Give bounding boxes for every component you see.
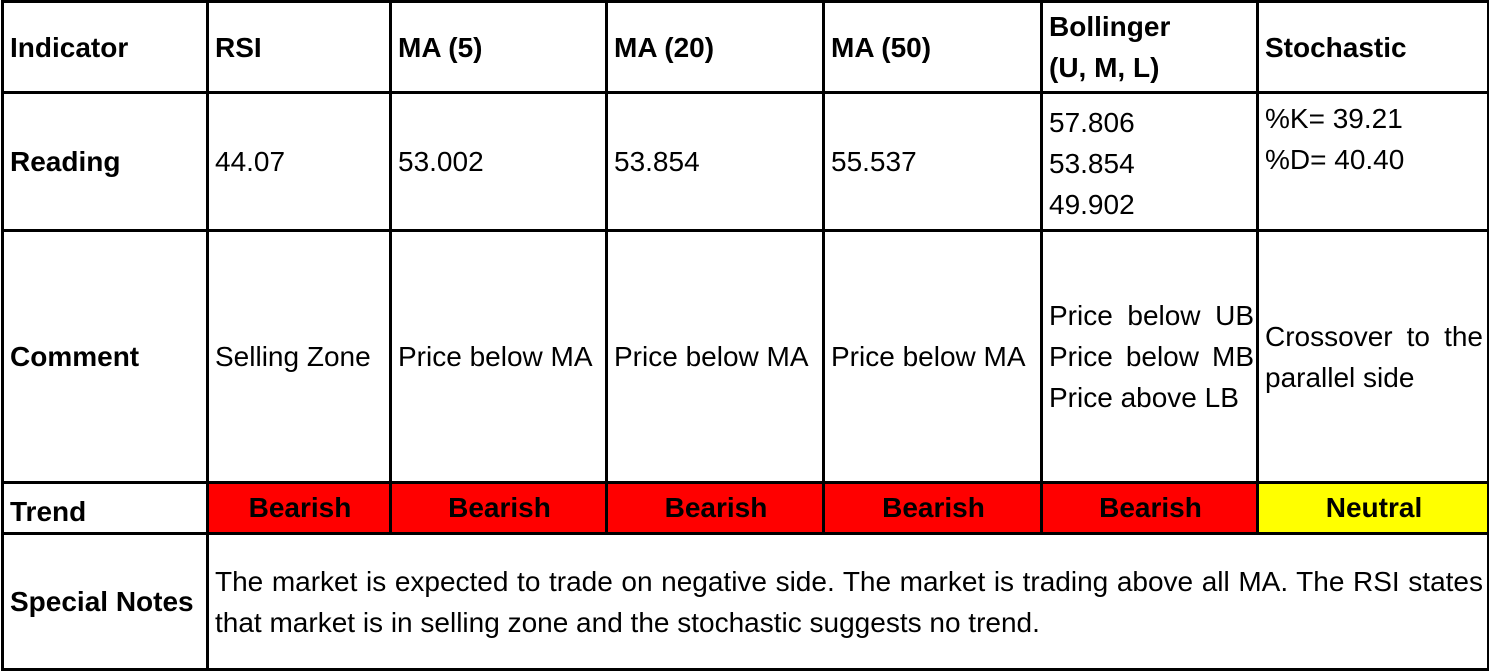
header-bollinger-line-2: (U, M, L)	[1049, 52, 1160, 83]
reading-bollinger: 57.806 53.854 49.902	[1040, 91, 1259, 232]
comment-row: Comment Selling Zone Price below MA Pric…	[1, 229, 1489, 484]
header-ma-50: MA (50)	[822, 0, 1043, 94]
comment-rsi: Selling Zone	[206, 229, 392, 484]
special-notes-text: The market is expected to trade on negat…	[206, 532, 1489, 671]
header-bollinger-line-1: Bollinger	[1049, 11, 1171, 42]
reading-ma-5: 53.002	[389, 91, 608, 232]
reading-ma-20: 53.854	[605, 91, 825, 232]
header-rsi: RSI	[206, 0, 392, 94]
trend-ma-5-badge: Bearish	[389, 481, 608, 535]
trend-stochastic-badge: Neutral	[1256, 481, 1489, 535]
header-row: Indicator RSI MA (5) MA (20) MA (50) Bol…	[1, 0, 1489, 94]
trend-rsi-badge: Bearish	[206, 481, 392, 535]
special-notes-row: Special Notes The market is expected to …	[1, 532, 1489, 671]
comment-bollinger: Price below UB Price below MB Price abov…	[1040, 229, 1259, 484]
header-ma-5: MA (5)	[389, 0, 608, 94]
reading-stochastic: %K= 39.21 %D= 40.40	[1256, 91, 1489, 232]
header-ma-20: MA (20)	[605, 0, 825, 94]
comment-ma-50: Price below MA	[822, 229, 1043, 484]
comment-ma-20: Price below MA	[605, 229, 825, 484]
reading-row: Reading 44.07 53.002 53.854 55.537 57.80…	[1, 91, 1489, 232]
reading-stochastic-d: %D= 40.40	[1265, 144, 1405, 175]
trend-ma-20-badge: Bearish	[605, 481, 825, 535]
trend-bollinger-badge: Bearish	[1040, 481, 1259, 535]
reading-bollinger-upper: 57.806	[1049, 107, 1135, 138]
comment-stochastic: Crossover to the parallel side	[1256, 229, 1489, 484]
trend-ma-50-badge: Bearish	[822, 481, 1043, 535]
reading-label: Reading	[1, 91, 209, 232]
trend-row: Trend Bearish Bearish Bearish Bearish Be…	[1, 481, 1489, 535]
comment-ma-5: Price below MA	[389, 229, 608, 484]
header-bollinger: Bollinger (U, M, L)	[1040, 0, 1259, 94]
header-stochastic: Stochastic	[1256, 0, 1489, 94]
comment-label: Comment	[1, 229, 209, 484]
trend-label: Trend	[1, 481, 209, 535]
reading-bollinger-middle: 53.854	[1049, 148, 1135, 179]
special-notes-label: Special Notes	[1, 532, 209, 671]
reading-stochastic-k: %K= 39.21	[1265, 103, 1403, 134]
reading-ma-50: 55.537	[822, 91, 1043, 232]
header-indicator: Indicator	[1, 0, 209, 94]
reading-rsi: 44.07	[206, 91, 392, 232]
reading-bollinger-lower: 49.902	[1049, 189, 1135, 220]
